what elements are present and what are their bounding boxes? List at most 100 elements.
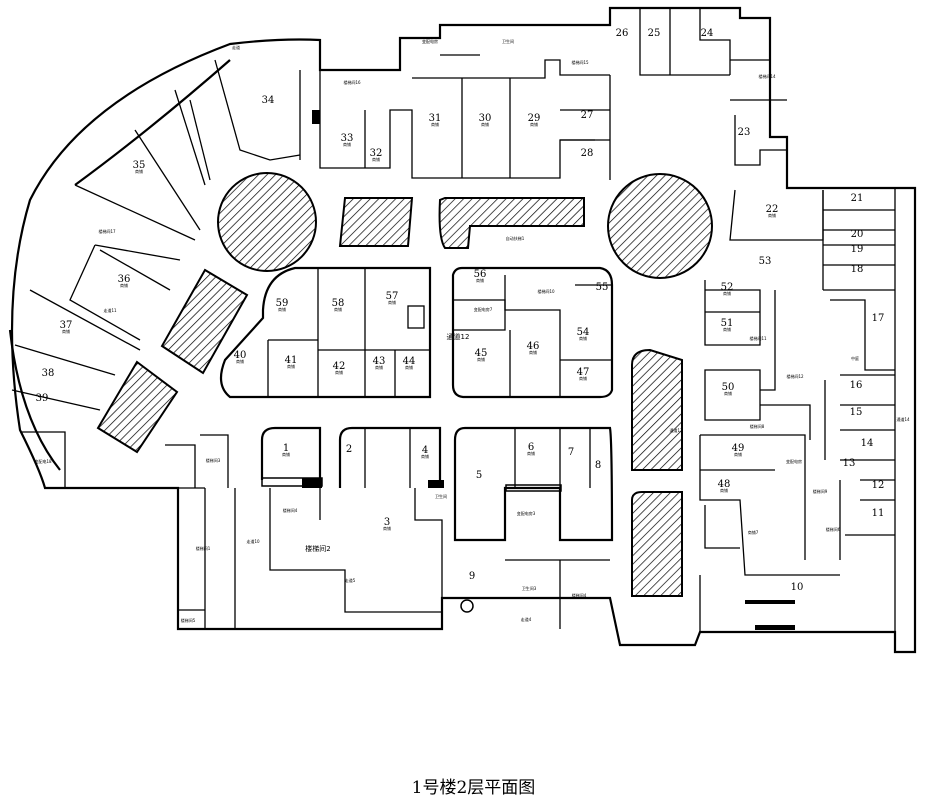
unit-type-label: 商铺	[421, 453, 429, 459]
unit-number-40: 40	[234, 350, 247, 361]
unit-number-33: 33	[341, 133, 354, 144]
room-label: 卫生间	[435, 493, 447, 499]
unit-number-25: 25	[648, 28, 661, 39]
unit-number-56: 56	[474, 269, 487, 280]
room-label: 走道10	[246, 538, 260, 544]
unit-type-label: 商铺	[724, 390, 732, 396]
room-label: 走道5	[345, 577, 356, 583]
void-vertical-2	[631, 491, 683, 597]
unit-number-54: 54	[577, 327, 590, 338]
unit-number-16: 16	[850, 380, 863, 391]
unit-number-29: 29	[528, 113, 541, 124]
unit-number-41: 41	[285, 355, 298, 366]
unit-number-24: 24	[701, 28, 714, 39]
unit-type-label: 商铺	[343, 141, 351, 147]
room-label: 楼梯间11	[749, 335, 767, 341]
unit-type-label: 商铺	[282, 451, 290, 457]
room-label: 通道13	[669, 427, 683, 433]
unit-number-28: 28	[581, 148, 594, 159]
unit-number-12: 12	[872, 480, 885, 491]
unit-type-label: 商铺	[579, 335, 587, 341]
unit-number-3: 3	[384, 517, 390, 528]
room-label: 楼梯间4	[572, 592, 587, 598]
unit-type-label: 商铺	[287, 363, 295, 369]
unit-type-label: 商铺	[334, 306, 342, 312]
unit-type-label: 商铺	[120, 282, 128, 288]
void-center-left	[338, 197, 414, 247]
unit-type-label: 商铺	[527, 450, 535, 456]
unit-type-label: 商铺	[135, 168, 143, 174]
central-islands	[219, 266, 614, 399]
unit-number-44: 44	[403, 356, 416, 367]
unit-number-17: 17	[872, 313, 885, 324]
unit-type-label: 商铺	[383, 525, 391, 531]
unit-number-42: 42	[333, 361, 346, 372]
unit-number-58: 58	[332, 298, 345, 309]
top-partitions	[319, 8, 787, 180]
unit-type-label: 商铺	[723, 290, 731, 296]
unit-type-label: 商铺	[236, 358, 244, 364]
room-labels: 楼梯间2通道12走道变配电房卫生间楼梯间15楼梯间14楼梯间16楼梯间17走道1…	[34, 38, 910, 623]
unit-number-7: 7	[568, 447, 574, 458]
unit-number-8: 8	[595, 460, 601, 471]
room-label: 商铺7	[748, 529, 759, 535]
unit-number-10: 10	[791, 582, 804, 593]
room-label: 楼梯间10	[537, 288, 555, 294]
room-label: 通道12	[447, 332, 470, 341]
unit-type-label: 商铺	[476, 277, 484, 283]
room-label: 通道14	[896, 416, 910, 422]
unit-type-label: 商铺	[375, 364, 383, 370]
unit-number-23: 23	[738, 127, 751, 138]
unit-type-label: 商铺	[372, 156, 380, 162]
unit-number-15: 15	[850, 407, 863, 418]
unit-type-label: 商铺	[405, 364, 413, 370]
unit-number-39: 39	[36, 393, 49, 404]
plan-title: 1号楼2层平面图	[411, 778, 536, 798]
unit-number-50: 50	[722, 382, 735, 393]
unit-number-37: 37	[60, 320, 73, 331]
room-label: 楼梯间16	[343, 79, 361, 85]
unit-number-26: 26	[616, 28, 629, 39]
room-label: 走道4	[521, 616, 532, 622]
unit-number-18: 18	[851, 264, 864, 275]
unit-number-21: 21	[851, 193, 864, 204]
room-label: 变配电房3	[517, 510, 536, 516]
unit-number-46: 46	[527, 341, 540, 352]
unit-number-55: 55	[596, 282, 609, 293]
unit-number-27: 27	[581, 110, 594, 121]
unit-number-36: 36	[118, 274, 131, 285]
unit-number-1: 1	[283, 443, 289, 454]
upper-left-partitions	[11, 59, 301, 488]
detail-marks	[261, 110, 795, 630]
unit-number-14: 14	[861, 438, 874, 449]
unit-type-label: 商铺	[62, 328, 70, 334]
outer-walls	[8, 6, 917, 654]
unit-type-label: 商铺	[335, 369, 343, 375]
unit-number-19: 19	[851, 244, 864, 255]
void-diagonal-1	[160, 268, 249, 375]
atrium-voids	[96, 172, 713, 597]
room-label: 变配电房	[786, 458, 802, 464]
void-center-right	[438, 197, 585, 249]
room-label: 走道11	[103, 307, 117, 313]
unit-type-label: 商铺	[481, 121, 489, 127]
room-label: 楼梯间14	[758, 73, 776, 79]
room-label: 楼梯间3	[206, 457, 221, 463]
room-label: 楼梯间1	[196, 545, 211, 551]
room-label: 楼梯间5	[181, 617, 196, 623]
unit-number-38: 38	[42, 368, 55, 379]
right-partitions	[699, 188, 896, 632]
unit-type-label: 商铺	[734, 451, 742, 457]
room-label: 楼梯间17	[98, 228, 116, 234]
unit-number-22: 22	[766, 204, 779, 215]
room-label: 楼梯间12	[786, 373, 804, 379]
unit-number-5: 5	[476, 470, 482, 481]
unit-number-13: 13	[843, 458, 856, 469]
unit-number-11: 11	[872, 508, 885, 519]
unit-number-49: 49	[732, 443, 745, 454]
room-label: 楼梯间15	[571, 59, 589, 65]
unit-number-53: 53	[759, 256, 772, 267]
unit-type-label: 商铺	[530, 121, 538, 127]
lower-partitions	[165, 426, 614, 629]
